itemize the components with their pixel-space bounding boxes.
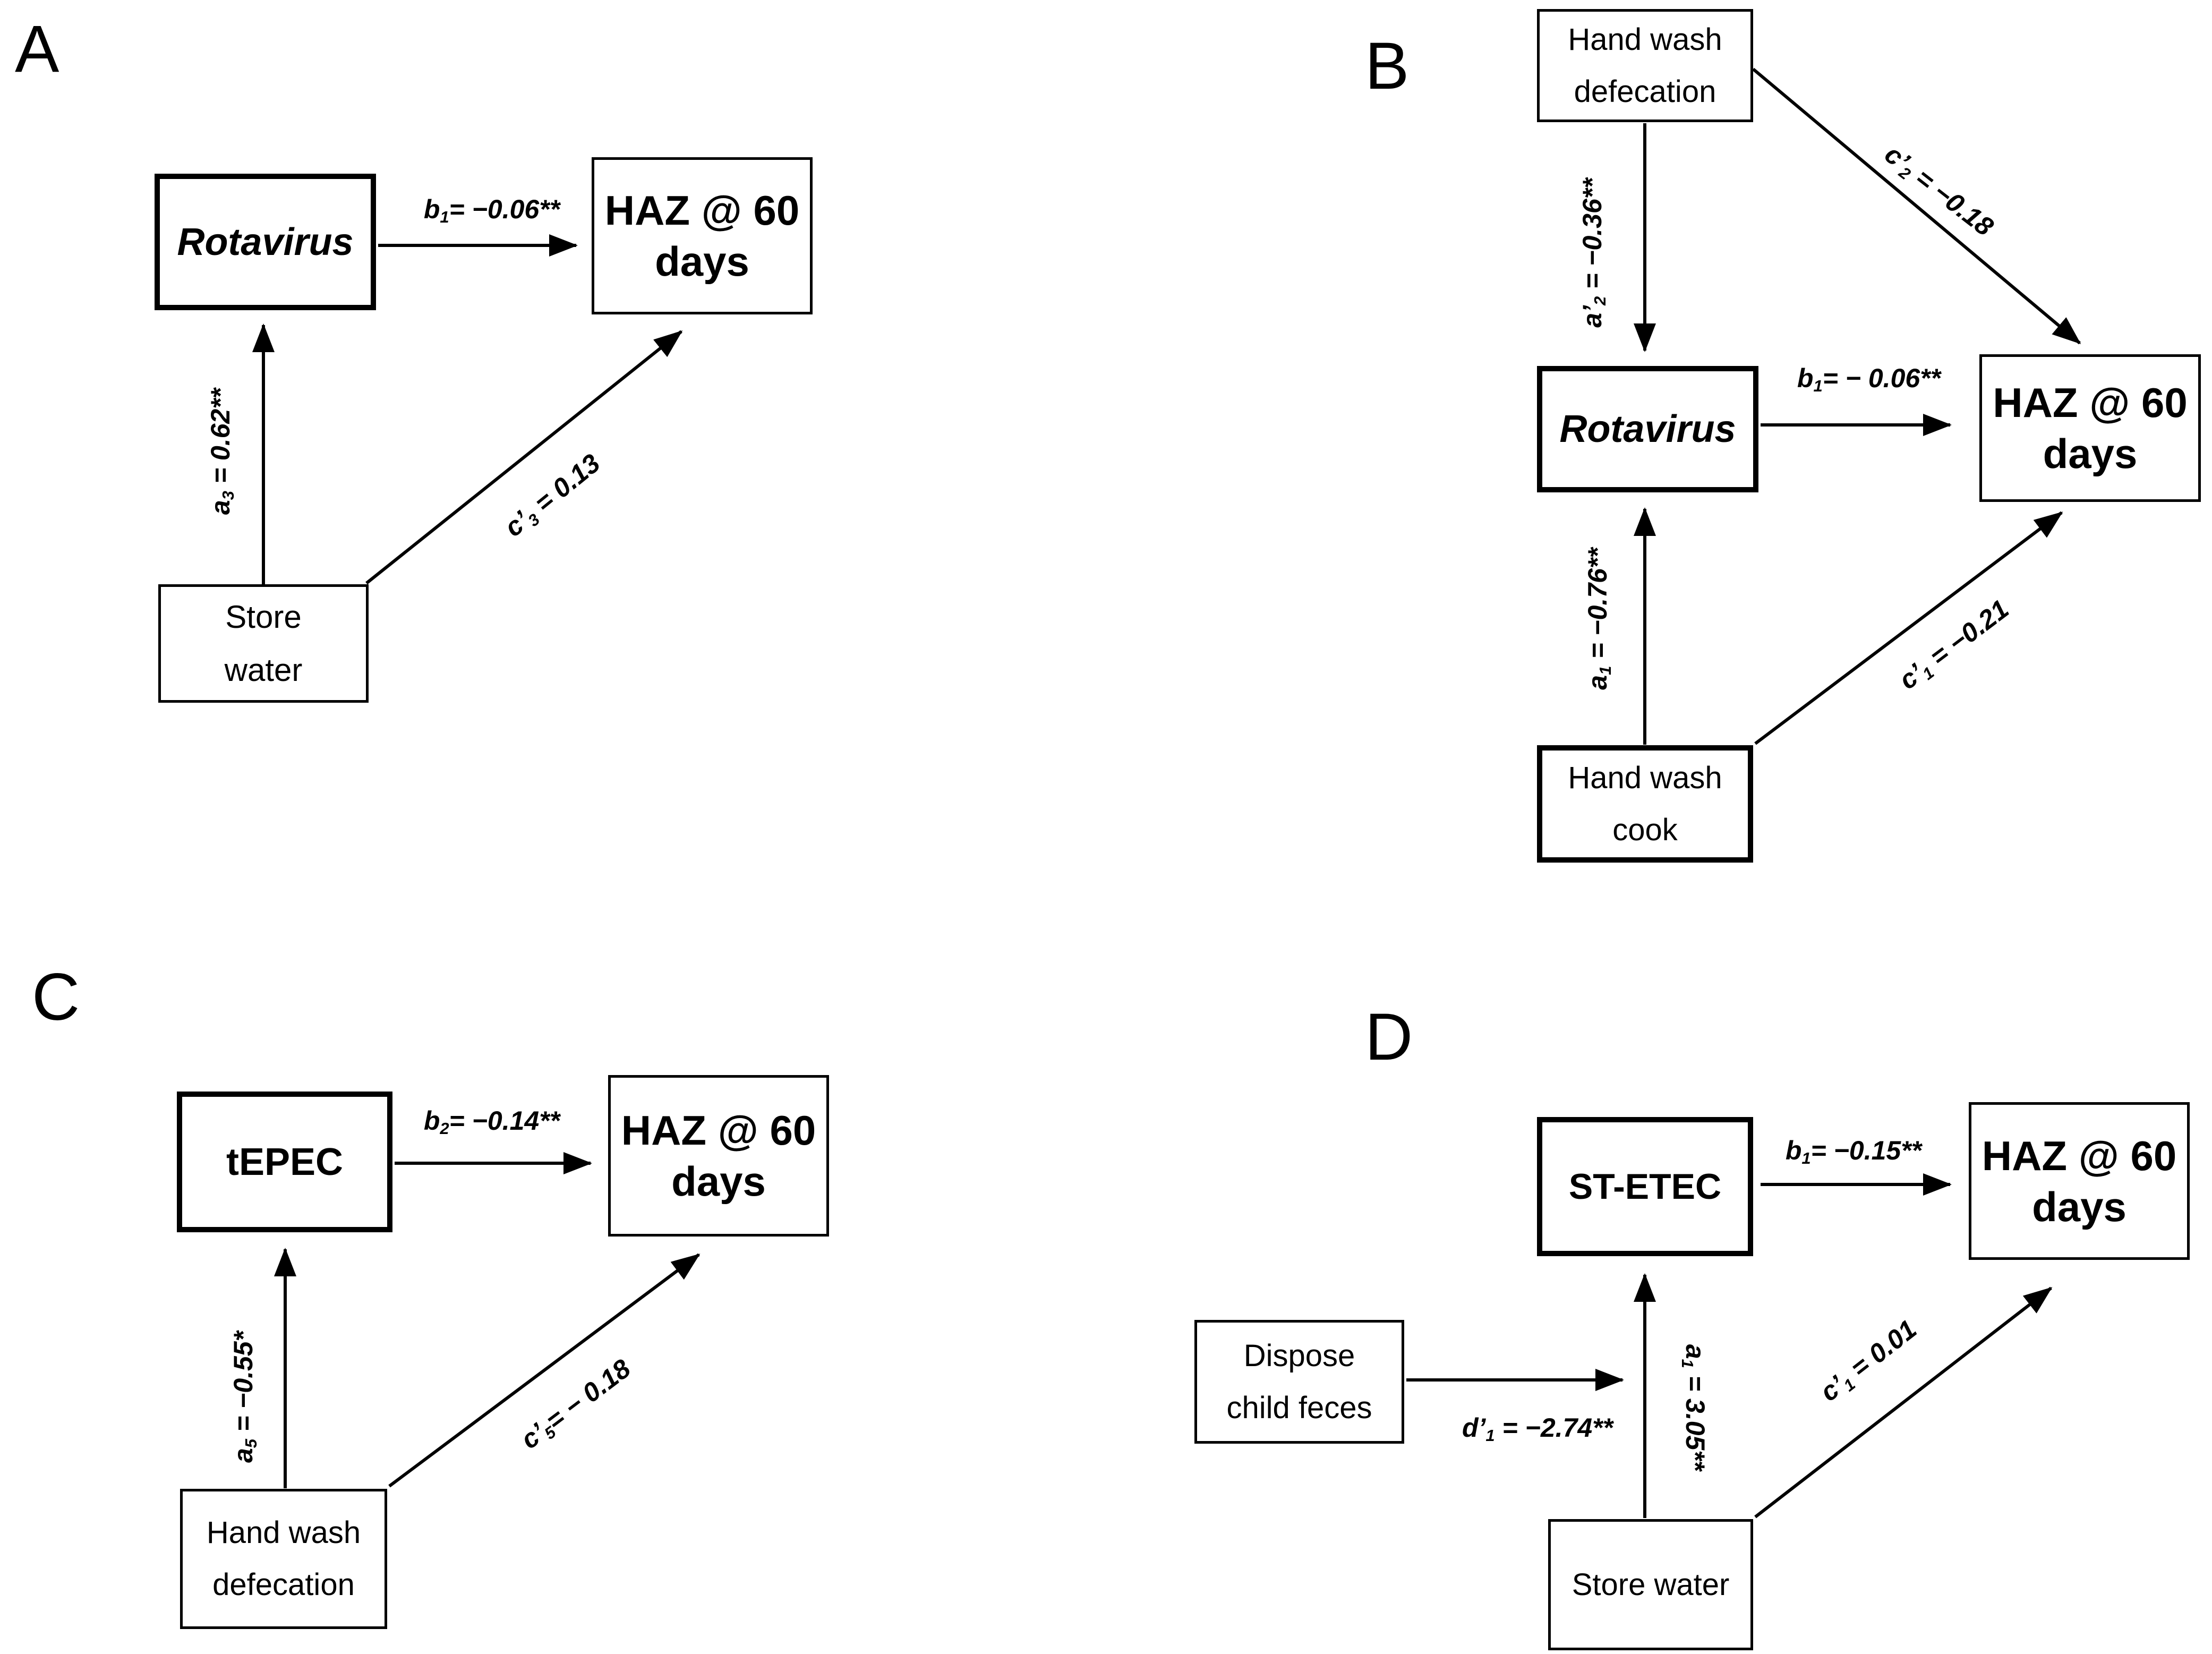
panel-c-mediator-label: tEPEC [226, 1140, 344, 1183]
panel-c-letter: C [32, 960, 80, 1034]
panel-c-mediator-box: tEPEC [177, 1092, 392, 1232]
panel-a-exposure-line2: water [224, 652, 303, 688]
panel-c-path-a-label: a5 = −0.55* [228, 1331, 260, 1463]
panel-d-left-exposure-line1: Dispose [1243, 1338, 1355, 1373]
panel-c-outcome-line2: days [671, 1158, 766, 1205]
panel-b-top-exposure-line2: defecation [1574, 74, 1716, 109]
panel-a-outcome-line2: days [655, 238, 749, 285]
panel-b-outcome-line2: days [2043, 430, 2138, 477]
panel-c-exposure-line2: defecation [212, 1567, 355, 1602]
panel-d-letter: D [1365, 1000, 1413, 1074]
panel-a-path-b-label: b1= −0.06** [423, 194, 560, 226]
panel-b-mediator-box: Rotavirus [1537, 366, 1758, 492]
panel-b-path-a-bottom-label: a1 = −0.76** [1583, 548, 1615, 690]
panel-a-exposure-box: Store water [158, 584, 369, 703]
panel-d-path-c-arrow [1754, 1286, 2053, 1519]
panel-b-bottom-exposure-line1: Hand wash [1568, 760, 1722, 795]
panel-b-bottom-exposure-box: Hand wash cook [1537, 745, 1753, 863]
panel-c-outcome-line1: HAZ @ 60 [621, 1107, 816, 1154]
panel-a-letter: A [15, 12, 59, 86]
panel-a-outcome-line1: HAZ @ 60 [604, 187, 800, 234]
panel-c-path-b-label: b2= −0.14** [423, 1106, 560, 1138]
panel-b-path-a-top-label: a’2 = −0.36** [1577, 178, 1609, 328]
panel-d-outcome-line2: days [2032, 1183, 2126, 1230]
panel-c-exposure-box: Hand wash defecation [180, 1489, 387, 1629]
panel-c-path-c-arrow [388, 1253, 701, 1488]
panel-b-path-c-bottom-arrow [1754, 511, 2063, 745]
panel-a-exposure-line1: Store [225, 599, 302, 635]
panel-c-exposure-line1: Hand wash [206, 1515, 361, 1550]
panel-d-outcome-box: HAZ @ 60 days [1969, 1102, 2190, 1260]
panel-b-top-exposure-line1: Hand wash [1568, 22, 1722, 57]
panel-c-outcome-box: HAZ @ 60 days [608, 1075, 829, 1237]
panel-a-mediator-label: Rotavirus [177, 220, 354, 263]
panel-a-outcome-box: HAZ @ 60 days [592, 157, 813, 314]
panel-d-path-d-label: d’1 = −2.74** [1462, 1413, 1613, 1445]
panel-b-letter: B [1365, 29, 1410, 103]
panel-d-left-exposure-line2: child feces [1226, 1390, 1372, 1425]
panel-b-top-exposure-box: Hand wash defecation [1537, 9, 1753, 122]
panel-d-left-exposure-box: Dispose child feces [1194, 1320, 1404, 1444]
panel-b-path-b-label: b1= − 0.06** [1797, 363, 1941, 395]
panel-b-mediator-label: Rotavirus [1559, 408, 1736, 450]
panel-d-bottom-exposure-label: Store water [1572, 1567, 1730, 1602]
panel-a-path-a-label: a3 = 0.62** [206, 388, 237, 515]
panel-b-path-c-top-arrow [1752, 67, 2081, 345]
panel-d-bottom-exposure-box: Store water [1548, 1519, 1753, 1650]
panel-a-mediator-box: Rotavirus [155, 174, 376, 310]
panel-d-mediator-label: ST-ETEC [1568, 1166, 1722, 1207]
panel-d-path-b-label: b1= −0.15** [1785, 1136, 1922, 1167]
panel-b-outcome-line1: HAZ @ 60 [1993, 379, 2188, 426]
panel-d-mediator-box: ST-ETEC [1537, 1117, 1753, 1256]
panel-b-outcome-box: HAZ @ 60 days [1979, 354, 2201, 502]
panel-a-path-c-arrow [365, 330, 683, 585]
panel-b-bottom-exposure-line2: cook [1612, 812, 1678, 847]
panel-d-path-a-label: a1 = 3.05** [1678, 1344, 1710, 1471]
panel-d-outcome-line1: HAZ @ 60 [1982, 1132, 2177, 1179]
